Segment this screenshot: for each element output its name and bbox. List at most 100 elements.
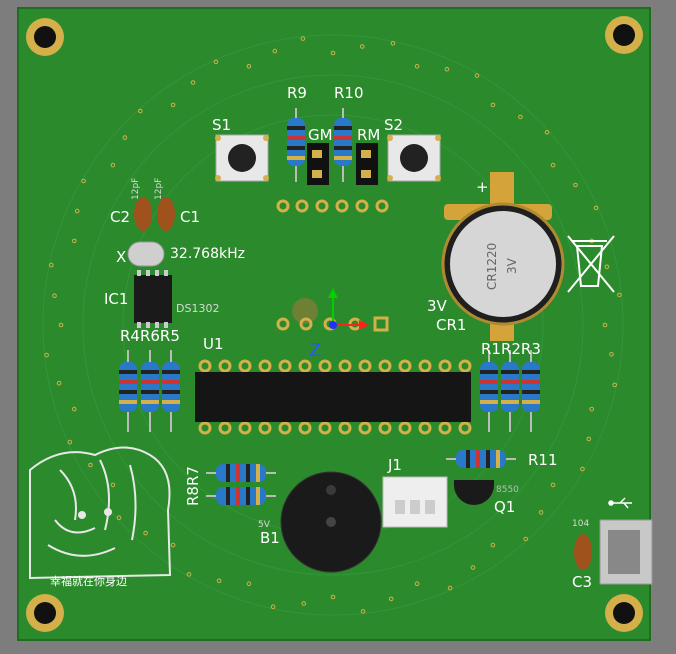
via — [617, 292, 622, 298]
via — [56, 380, 62, 386]
resistor-band — [501, 390, 519, 394]
u1-pin-top — [218, 359, 232, 373]
via — [330, 594, 336, 600]
resistor-band — [162, 370, 180, 374]
ic1-ds1302 — [134, 270, 172, 328]
resistor-body — [480, 362, 498, 412]
via — [300, 36, 306, 41]
resistor-band — [162, 380, 180, 384]
via — [190, 80, 196, 85]
resistors-r8-r7 — [206, 464, 276, 505]
switch-s2 — [387, 134, 441, 182]
via — [110, 162, 116, 168]
u1-pin-top — [298, 359, 312, 373]
trace-ring — [82, 74, 584, 576]
via — [52, 293, 57, 299]
via — [550, 162, 556, 168]
header-pad — [335, 199, 349, 213]
weee-recycle-icon — [567, 235, 615, 293]
via — [470, 565, 476, 570]
resistor-band — [522, 400, 540, 404]
via — [388, 596, 394, 602]
resistor-band — [119, 400, 137, 404]
via — [573, 182, 578, 188]
via — [609, 352, 614, 357]
header-pad — [375, 199, 389, 213]
label-r9: R9 — [287, 84, 307, 102]
label-plus: + — [476, 178, 489, 196]
u1-pin-bottom — [438, 421, 452, 435]
resistor-band — [480, 370, 498, 374]
u1-pin-top — [278, 359, 292, 373]
via — [272, 48, 278, 54]
resistor-band — [522, 390, 540, 394]
label-ic1: IC1 — [104, 290, 128, 308]
u1-pin-bottom — [218, 421, 232, 435]
jumper-rm — [356, 143, 378, 185]
via — [49, 262, 54, 268]
mounting-hole-bl — [26, 594, 64, 632]
resistor-band — [119, 380, 137, 384]
capacitor-c2 — [134, 197, 152, 231]
u1-pin-bottom — [398, 421, 412, 435]
via — [604, 264, 610, 270]
resistor-band — [162, 390, 180, 394]
value-c3: 104 — [572, 519, 589, 529]
u1-pin-bottom — [198, 421, 212, 435]
resistor-band — [141, 380, 159, 384]
u1-pin-top — [418, 359, 432, 373]
via — [593, 205, 599, 211]
value-c2: 12pF — [131, 178, 141, 200]
resistor-band — [522, 370, 540, 374]
header-pad — [315, 199, 329, 213]
u1-pin-top — [358, 359, 372, 373]
via — [186, 572, 192, 577]
resistor-body — [162, 362, 180, 412]
via — [301, 601, 307, 606]
u1-pin-top — [318, 359, 332, 373]
resistor-band — [141, 370, 159, 374]
u1-pin-bottom — [298, 421, 312, 435]
u1-pin-top — [458, 359, 472, 373]
header-pads — [276, 199, 389, 213]
label-b1: B1 — [260, 529, 280, 547]
resistor-band — [522, 380, 540, 384]
via — [170, 542, 176, 548]
mounting-hole-tr — [605, 16, 643, 54]
u1-pin-bottom — [378, 421, 392, 435]
resistor-body — [501, 362, 519, 412]
usb-connector — [599, 519, 653, 585]
header-pad — [276, 199, 290, 213]
via — [360, 609, 366, 614]
via — [72, 406, 77, 412]
via — [490, 102, 496, 108]
u1-microcontroller — [195, 359, 472, 435]
via — [589, 406, 595, 412]
label-s2: S2 — [384, 116, 403, 134]
via — [586, 436, 592, 442]
value-c1: 12pF — [154, 178, 164, 200]
value-buzzer: 5V — [258, 520, 271, 530]
via — [447, 585, 453, 591]
resistor-band — [480, 390, 498, 394]
via — [612, 382, 618, 388]
label-cr1: CR1 — [436, 316, 466, 334]
via — [490, 542, 496, 548]
resistor-band — [480, 380, 498, 384]
resistor-band — [119, 370, 137, 374]
jumper-gm — [307, 143, 329, 185]
u1-pin-bottom — [258, 421, 272, 435]
usb-icon — [608, 497, 632, 509]
resistor-r9 — [287, 108, 305, 182]
via — [518, 114, 523, 120]
label-r1r2r3: R1R2R3 — [481, 340, 541, 358]
battery-part: CR1220 — [485, 243, 499, 290]
trace-ring — [42, 34, 624, 616]
via — [44, 352, 49, 358]
resistor-body — [141, 362, 159, 412]
via — [122, 135, 128, 140]
label-r4r6r5: R4R6R5 — [120, 327, 180, 345]
via — [538, 510, 544, 515]
u1-pin-bottom — [458, 421, 472, 435]
